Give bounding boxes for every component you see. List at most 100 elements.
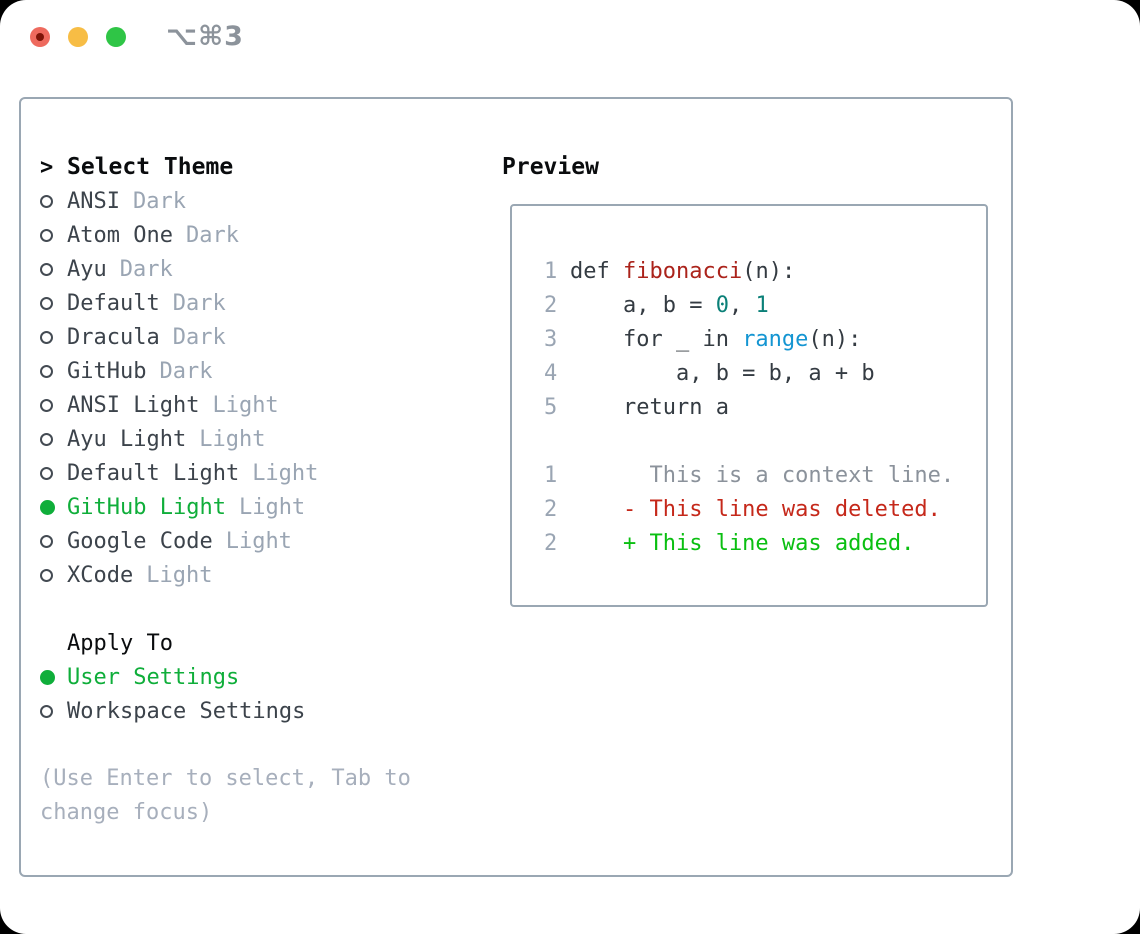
- code-segment-fg: a, b =: [570, 293, 716, 318]
- theme-name: GitHub Light: [67, 494, 226, 520]
- radio-icon: [40, 704, 53, 718]
- radio-selected-marker: [40, 669, 67, 685]
- theme-variant-label: Light: [225, 528, 292, 554]
- radio-icon: [40, 296, 53, 310]
- theme-option-github-light[interactable]: GitHub Light Light: [40, 490, 411, 524]
- code-segment-fg: a, b = b, a + b: [570, 361, 875, 386]
- radio-marker: [40, 466, 67, 480]
- theme-option-ayu-light[interactable]: Ayu Light Light: [40, 422, 411, 456]
- zoom-button[interactable]: [106, 27, 126, 47]
- theme-name: Default Light: [67, 460, 240, 486]
- line-number: 2: [544, 531, 558, 556]
- radio-marker: [40, 194, 67, 208]
- line-number: 2: [544, 293, 558, 318]
- code-segment-ctx: This is a context line.: [570, 463, 955, 488]
- theme-option-xcode[interactable]: XCode Light: [40, 558, 411, 592]
- preview-line: 2 + This line was added.: [544, 527, 986, 561]
- radio-marker: [40, 228, 67, 242]
- radio-marker: [40, 704, 67, 718]
- theme-name: Atom One: [67, 222, 173, 248]
- radio-icon: [40, 262, 53, 276]
- close-dot-icon: [36, 33, 44, 41]
- line-number: 4: [544, 361, 558, 386]
- line-number: 1: [544, 259, 558, 284]
- radio-selected-icon: [40, 669, 55, 685]
- theme-option-ayu[interactable]: Ayu Dark: [40, 252, 411, 286]
- theme-name: Ayu: [67, 256, 107, 282]
- line-number: 3: [544, 327, 558, 352]
- spacer: [40, 592, 411, 626]
- theme-name: Default: [67, 290, 160, 316]
- line-number: 2: [544, 497, 558, 522]
- code-segment-builtin: range: [742, 327, 809, 352]
- preview-line: 2 a, b = 0, 1: [544, 289, 986, 323]
- radio-icon: [40, 534, 53, 548]
- code-segment-num: 1: [755, 293, 769, 318]
- code-segment-add: + This line was added.: [570, 531, 915, 556]
- radio-icon: [40, 364, 53, 378]
- window-shortcut-label: ⌥⌘3: [166, 21, 244, 52]
- radio-marker: [40, 568, 67, 582]
- radio-icon: [40, 228, 53, 242]
- theme-variant-label: Dark: [172, 290, 226, 316]
- code-segment-func: fibonacci: [622, 259, 743, 284]
- prompt-chevron-icon: >: [40, 154, 54, 180]
- theme-variant-label: Light: [146, 562, 213, 588]
- line-number: 1: [544, 463, 558, 488]
- preview-line: 4 a, b = b, a + b: [544, 357, 986, 391]
- radio-icon: [40, 398, 53, 412]
- theme-option-default[interactable]: Default Dark: [40, 286, 411, 320]
- theme-name: XCode: [67, 562, 134, 588]
- theme-variant-label: Light: [238, 494, 306, 520]
- code-segment-del: - This line was deleted.: [570, 497, 941, 522]
- theme-name: GitHub: [67, 358, 147, 384]
- preview-line: 2 - This line was deleted.: [544, 493, 986, 527]
- theme-option-github[interactable]: GitHub Dark: [40, 354, 411, 388]
- preview-line: 3 for _ in range(n):: [544, 323, 986, 357]
- hint-line: change focus): [40, 800, 213, 825]
- radio-selected-marker: [40, 499, 67, 515]
- apply-option-workspace-settings[interactable]: Workspace Settings: [40, 694, 411, 728]
- preview-blank-line: [544, 425, 986, 459]
- code-segment-fg: (n):: [742, 259, 796, 284]
- apply-option-user-settings[interactable]: User Settings: [40, 660, 411, 694]
- radio-marker: [40, 364, 67, 378]
- theme-name: Ayu Light: [67, 426, 187, 452]
- radio-marker: [40, 398, 67, 412]
- radio-icon: [40, 194, 53, 208]
- line-number: 5: [544, 395, 558, 420]
- code-segment-fg: ,: [728, 293, 756, 318]
- minimize-button[interactable]: [68, 27, 88, 47]
- radio-marker: [40, 296, 67, 310]
- apply-to-title: Apply To: [67, 630, 173, 656]
- code-segment-fg: return a: [570, 395, 729, 420]
- prompt-marker: >: [40, 155, 67, 180]
- code-segment-fg: (n):: [808, 327, 862, 352]
- close-button[interactable]: [30, 27, 50, 47]
- theme-variant-label: Dark: [159, 358, 213, 384]
- code-segment-num: 0: [715, 293, 729, 318]
- theme-variant-label: Light: [212, 392, 279, 418]
- radio-marker: [40, 330, 67, 344]
- radio-marker: [40, 534, 67, 548]
- theme-variant-label: Dark: [172, 324, 226, 350]
- radio-selected-icon: [40, 499, 55, 515]
- theme-variant-label: Light: [199, 426, 266, 452]
- theme-variant-label: Dark: [119, 256, 173, 282]
- code-segment-fg: def: [570, 259, 623, 284]
- code-segment-fg: for _ in: [570, 327, 743, 352]
